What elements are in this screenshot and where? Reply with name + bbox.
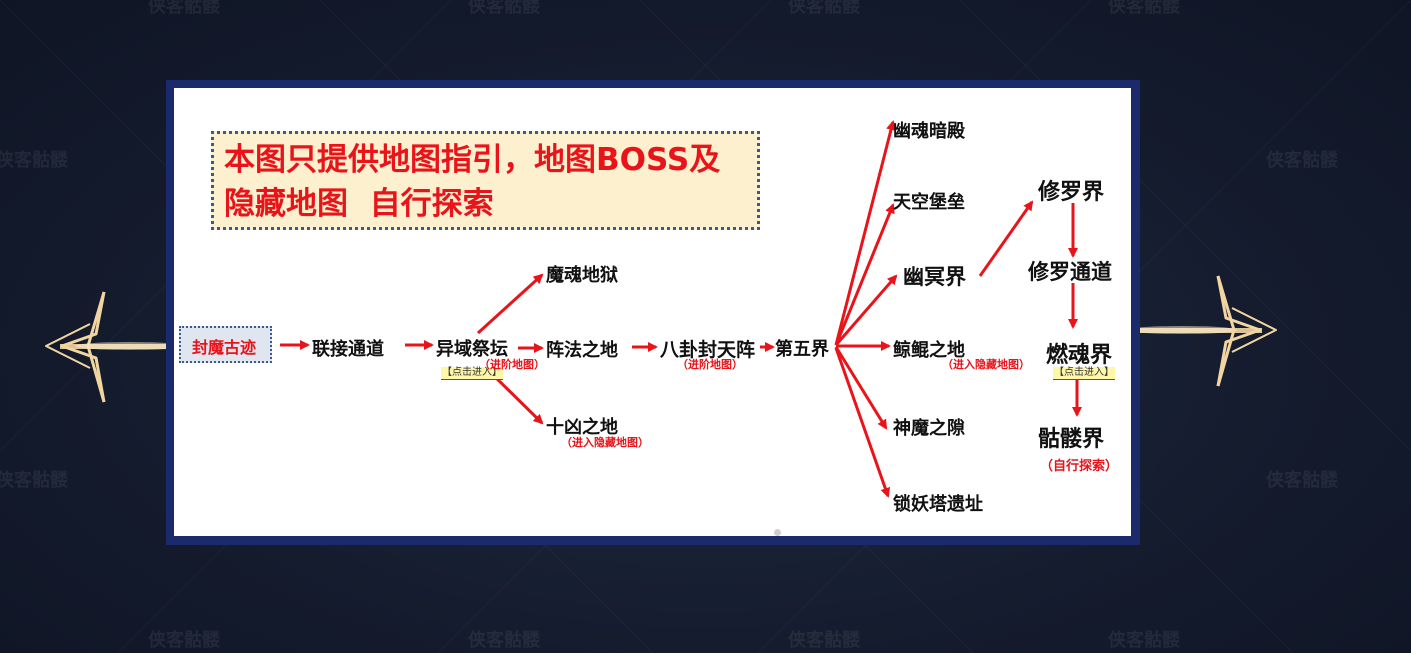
soulburn-click-enter-link[interactable]: 【点击进入】 — [1053, 367, 1115, 380]
winged-arrow-left-icon[interactable] — [40, 286, 180, 408]
node-asura-realm[interactable]: 修罗界 — [1038, 180, 1105, 205]
node-demon-tower-ruins[interactable]: 锁妖塔遗址 — [893, 494, 983, 515]
node-connect-passage[interactable]: 联接通道 — [312, 339, 384, 360]
node-sky-castle[interactable]: 天空堡垒 — [893, 192, 965, 213]
node-demon-soul-hell[interactable]: 魔魂地狱 — [546, 265, 618, 286]
node-underworld[interactable]: 幽冥界 — [903, 265, 966, 289]
start-node-box[interactable] — [179, 326, 272, 363]
ten-fierce-note: （进入隐藏地图） — [561, 436, 649, 449]
node-fengmo-ruins[interactable]: 封魔古迹 — [192, 338, 257, 357]
watermark: 侠客骷髅 — [0, 150, 68, 171]
node-bagua-formation[interactable]: 八卦封天阵 — [660, 339, 756, 361]
node-asura-passage[interactable]: 修罗通道 — [1028, 260, 1112, 284]
watermark: 侠客骷髅 — [1266, 150, 1338, 171]
node-skeleton-realm[interactable]: 骷髅界 — [1038, 427, 1105, 452]
watermark: 侠客骷髅 — [468, 630, 540, 651]
node-soul-burn-realm[interactable]: 燃魂界 — [1046, 343, 1113, 368]
node-whale-land[interactable]: 鲸鲲之地 — [893, 340, 965, 361]
node-alien-altar[interactable]: 异域祭坛 — [436, 339, 508, 360]
formation-note: （进阶地图） — [479, 358, 545, 371]
watermark: 侠客骷髅 — [1108, 630, 1180, 651]
node-ghost-palace[interactable]: 幽魂暗殿 — [893, 121, 965, 142]
winged-arrow-right-icon[interactable] — [1132, 270, 1282, 392]
watermark: 侠客骷髅 — [788, 0, 860, 17]
skeleton-note: （自行探索） — [1040, 459, 1119, 474]
watermark: 侠客骷髅 — [148, 0, 220, 17]
watermark: 侠客骷髅 — [788, 630, 860, 651]
notice-text: 本图只提供地图指引，地图BOSS及 隐藏地图 自行探索 — [224, 138, 764, 226]
node-fifth-realm[interactable]: 第五界 — [775, 339, 829, 360]
carousel-indicator-dot[interactable] — [774, 529, 781, 536]
watermark: 侠客骷髅 — [1108, 0, 1180, 17]
node-god-demon-rift[interactable]: 神魔之隙 — [893, 418, 965, 439]
node-ten-fierce-land[interactable]: 十凶之地 — [546, 417, 618, 438]
watermark: 侠客骷髅 — [0, 470, 68, 491]
watermark: 侠客骷髅 — [1266, 470, 1338, 491]
notice-line-2: 隐藏地图 自行探索 — [224, 186, 494, 222]
notice-line-1: 本图只提供地图指引，地图BOSS及 — [224, 142, 721, 178]
bagua-note: （进阶地图） — [677, 358, 743, 371]
whale-note: （进入隐藏地图） — [942, 358, 1030, 371]
notice-box — [211, 131, 760, 230]
watermark: 侠客骷髅 — [148, 630, 220, 651]
node-formation-land[interactable]: 阵法之地 — [546, 340, 618, 361]
watermark: 侠客骷髅 — [468, 0, 540, 17]
altar-click-enter-link[interactable]: 【点击进入】 — [441, 367, 503, 380]
